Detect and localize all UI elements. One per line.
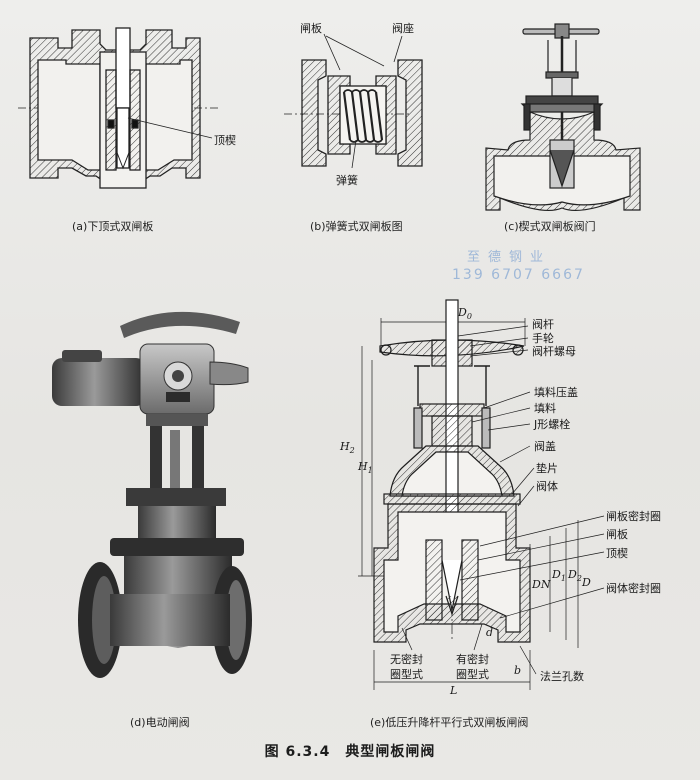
- label-e-top-wedge: 顶楔: [606, 547, 628, 560]
- dim-H2: H2: [340, 440, 355, 456]
- caption-e: (e)低压升降杆平行式双闸板闸阀: [370, 716, 529, 729]
- dim-H1: H1: [358, 460, 373, 476]
- dim-D1: D1: [552, 568, 566, 584]
- label-b-gate: 闸板: [300, 22, 322, 35]
- panel-a-drawing: [18, 27, 220, 189]
- caption-c: (c)楔式双闸板阀门: [504, 220, 596, 233]
- label-e-handwheel: 手轮: [532, 332, 554, 345]
- dim-D0: D0: [458, 306, 472, 322]
- panel-b-drawing: [284, 33, 423, 169]
- label-e-flange-holes: 法兰孔数: [540, 670, 584, 683]
- panel-e-drawing: [358, 299, 605, 690]
- dim-D: D: [582, 576, 591, 589]
- label-e-stem: 阀杆: [532, 318, 554, 331]
- label-e-packing: 填料: [534, 402, 556, 415]
- figure-title: 图 6.3.4 典型闸板闸阀: [264, 744, 436, 760]
- label-b-seat: 阀座: [392, 22, 414, 35]
- label-e-stem-nut: 阀杆螺母: [532, 345, 576, 358]
- label-a-top-wedge: 顶楔: [214, 134, 236, 147]
- panel-c-drawing: [485, 23, 641, 212]
- label-e-body: 阀体: [536, 480, 558, 493]
- label-e-bonnet: 阀盖: [534, 440, 556, 453]
- label-e-j-bolt: J形螺栓: [534, 418, 571, 431]
- dim-L: L: [450, 684, 458, 697]
- watermark-company: 至德钢业: [467, 250, 552, 265]
- label-e-body-seal-ring: 阀体密封圈: [606, 582, 661, 595]
- watermark-phone: 139 6707 6667: [452, 267, 585, 283]
- dim-D2: D2: [568, 568, 582, 584]
- label-b-spring: 弹簧: [336, 174, 358, 187]
- label-e-no-seal-ring: 无密封 圈型式: [390, 653, 423, 681]
- caption-a: (a)下顶式双闸板: [72, 220, 154, 233]
- label-e-with-seal-ring: 有密封 圈型式: [456, 653, 489, 681]
- dim-d: d: [486, 626, 494, 639]
- dim-b: b: [514, 664, 522, 677]
- label-e-gate: 闸板: [606, 528, 628, 541]
- label-e-gate-seal-ring: 闸板密封圈: [606, 510, 661, 523]
- caption-b: (b)弹簧式双闸板图: [310, 220, 403, 233]
- label-e-gland: 填料压盖: [534, 386, 578, 399]
- label-e-gasket: 垫片: [536, 462, 558, 475]
- dim-DN: DN: [532, 578, 551, 591]
- caption-d: (d)电动闸阀: [130, 716, 190, 729]
- panel-d-photo: [52, 311, 252, 678]
